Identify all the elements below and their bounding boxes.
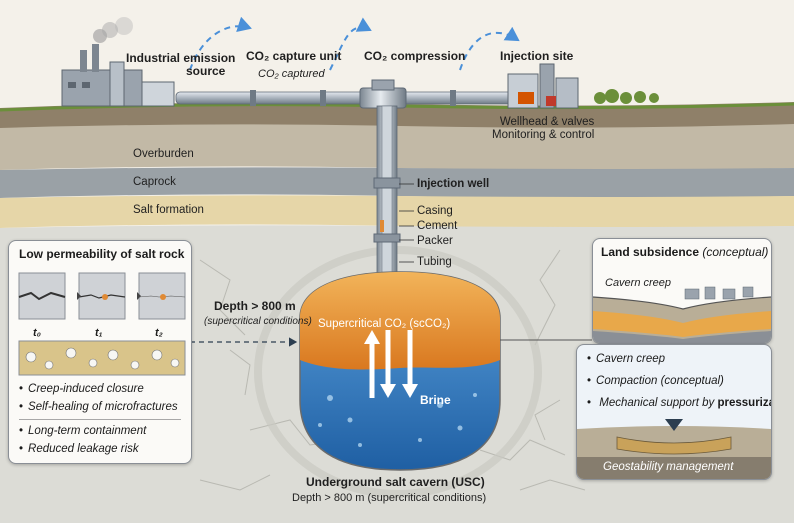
injection-well-label: Injection well xyxy=(417,178,490,190)
rock-cracks xyxy=(199,249,586,491)
emission-source-line1: Industrial emission xyxy=(126,51,236,65)
salt-permeability-title: Low permeability of salt rock xyxy=(19,247,185,261)
casing-label: Casing xyxy=(417,205,453,217)
compression-label: CO₂ compression xyxy=(364,49,466,63)
salt-permeability-graphic xyxy=(18,272,186,376)
subsidence-lower-strata xyxy=(593,331,771,343)
time-t2: t₂ xyxy=(155,327,163,339)
cavern-depth-line: Depth > 800 m (supercritical conditions) xyxy=(292,492,487,504)
right-bullet-1: Cavern creep xyxy=(587,353,665,365)
left-bullet-2: Self-healing of microfractures xyxy=(19,401,178,413)
trees xyxy=(594,89,659,104)
land-subsidence-panel: Land subsidence (conceptual) Cavern cree… xyxy=(592,238,772,344)
geostability-panel: Cavern creep Compaction (conceptual) Mec… xyxy=(576,344,772,480)
cement-marker xyxy=(380,220,384,232)
left-bullet-4: Reduced leakage risk xyxy=(19,443,139,455)
injection-site-label: Injection site xyxy=(500,49,574,63)
cavern-creep-inset-label: Cavern creep xyxy=(605,277,672,289)
casing-collar xyxy=(373,177,401,189)
salt-crystals xyxy=(25,347,180,370)
wellhead-line1: Wellhead & valves xyxy=(499,116,595,128)
emission-source-label: Industrial emission source xyxy=(126,51,236,79)
wellhead-label: Wellhead & valves Monitoring & control xyxy=(492,116,594,141)
transport-pipeline xyxy=(175,91,513,105)
right-bullet-2: Compaction (conceptual) xyxy=(587,375,724,387)
overburden-label: Overburden xyxy=(133,148,194,160)
depth-sublabel: (supercritical conditions) xyxy=(204,316,312,327)
wellhead-assembly xyxy=(359,87,407,109)
cement-label: Cement xyxy=(417,220,458,232)
right-bullet-3: Mechanical support by pressurization xyxy=(587,397,772,409)
tubing-label: Tubing xyxy=(417,256,452,268)
depth-label: Depth > 800 m xyxy=(214,299,296,313)
emission-source-plant xyxy=(61,17,175,107)
land-subsidence-title-text: Land subsidence xyxy=(601,245,700,259)
right-bullet-3-text: Mechanical support by xyxy=(599,397,715,409)
capture-unit-label: CO₂ capture unit xyxy=(246,49,342,63)
cavern-halo xyxy=(254,246,542,498)
cavern-title: Underground salt cavern (USC) xyxy=(306,475,485,489)
salt-permeability-panel: Low permeability of salt rock t₀ t₁ t₂ C… xyxy=(8,240,192,464)
wellhead-line2: Monitoring & control xyxy=(492,128,595,141)
left-panel-divider xyxy=(19,419,181,420)
support-arrow xyxy=(665,419,683,431)
geostability-cavern-roof xyxy=(616,436,732,455)
subsidence-surface-line xyxy=(593,296,771,310)
subsidence-co2-layer xyxy=(593,311,771,337)
well-label-leaders xyxy=(399,183,414,263)
caprock-label: Caprock xyxy=(133,176,176,188)
captured-label: CO₂ captured xyxy=(258,68,325,80)
time-t0: t₀ xyxy=(33,327,42,339)
geostability-footer: Geostability management xyxy=(603,461,734,473)
brine-bubbles xyxy=(318,393,477,447)
packer-label: Packer xyxy=(417,235,453,247)
circulation-arrows xyxy=(364,330,418,398)
subsidence-graphic xyxy=(593,286,771,343)
left-bullet-3: Long-term containment xyxy=(19,425,146,437)
land-subsidence-title-note: (conceptual) xyxy=(702,245,769,259)
geostability-graphic xyxy=(577,419,771,479)
microfracture-tiles xyxy=(18,272,186,320)
surface-buildings xyxy=(684,286,754,300)
geostability-footer-band xyxy=(577,457,771,479)
time-t1: t₁ xyxy=(95,327,103,339)
injection-site-facility xyxy=(507,63,579,109)
scco2-label: Supercritical CO₂ (scCO₂) xyxy=(318,318,451,330)
salt-formation-label: Salt formation xyxy=(133,204,204,216)
packer xyxy=(373,233,401,243)
process-flow-arrows xyxy=(189,16,520,71)
land-subsidence-title: Land subsidence (conceptual) xyxy=(601,245,768,259)
right-bullet-3-bold: pressurization xyxy=(717,397,772,409)
brine-label: Brine xyxy=(420,393,451,407)
salt-cavern-scco2 xyxy=(300,272,500,370)
left-bullet-1: Creep-induced closure xyxy=(19,383,144,395)
emission-source-line2: source xyxy=(186,64,226,79)
time-step-arrows xyxy=(67,292,141,300)
